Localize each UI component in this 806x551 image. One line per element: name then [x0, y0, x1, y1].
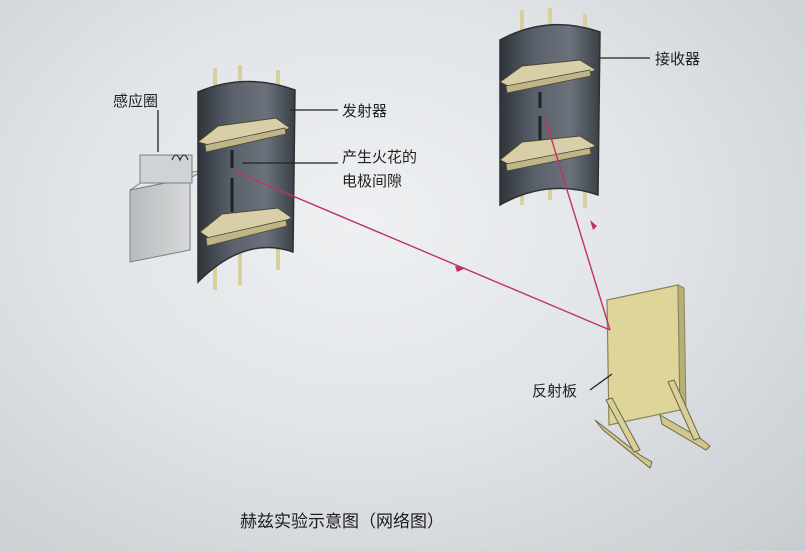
- diagram-caption: 赫兹实验示意图（网络图）: [240, 512, 444, 532]
- transmitter: [196, 65, 296, 290]
- transmitter-label: 发射器: [342, 102, 388, 120]
- receiver-label: 接收器: [655, 50, 701, 68]
- receiver: [499, 8, 601, 208]
- leader-lines: [157, 57, 650, 391]
- spark-gap-label-line2: 电极间隙: [342, 172, 403, 190]
- induction-coil-label: 感应圈: [113, 92, 159, 110]
- reflector-label: 反射板: [532, 382, 578, 400]
- induction-coil: [129, 154, 206, 263]
- wave-path: [235, 117, 611, 331]
- spark-gap-label-line1: 产生火花的: [342, 148, 418, 166]
- reflector: [594, 284, 711, 469]
